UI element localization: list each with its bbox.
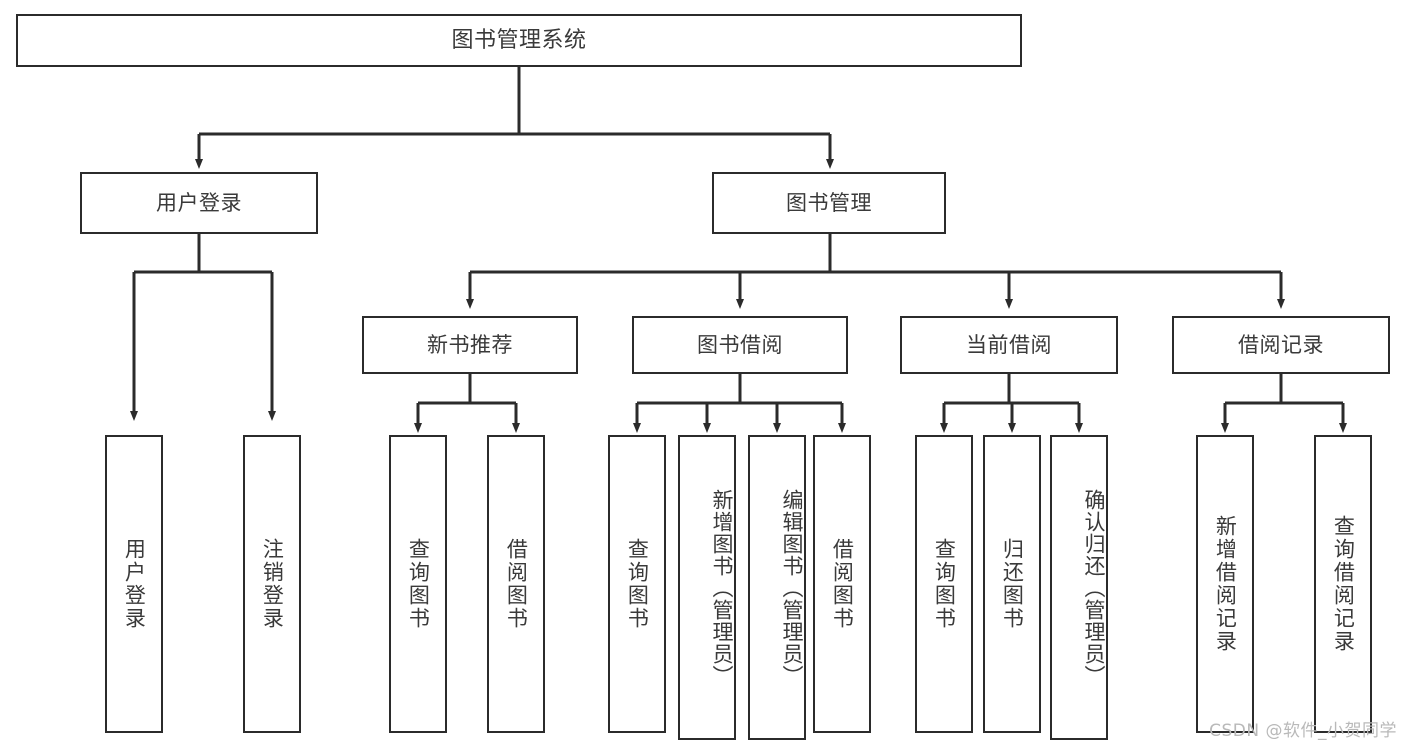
leaf-label: 编辑图书（管理员） (780, 488, 804, 687)
node-book-manage-label: 图书管理 (786, 190, 872, 215)
node-user-login[interactable]: 用户登录 (80, 172, 318, 234)
leaf-new-book-recommend-2[interactable]: 借阅图书 (487, 435, 545, 733)
leaf-borrow-record-1[interactable]: 新增借阅记录 (1196, 435, 1254, 733)
node-book-borrow[interactable]: 图书借阅 (632, 316, 848, 374)
leaf-book-borrow-3[interactable]: 编辑图书（管理员） (748, 435, 806, 740)
leaf-label: 确认归还（管理员） (1082, 488, 1106, 687)
leaf-book-borrow-2[interactable]: 新增图书（管理员） (678, 435, 736, 740)
leaf-label: 归还图书 (1000, 538, 1025, 630)
leaf-label: 借阅图书 (830, 538, 855, 630)
leaf-book-borrow-1[interactable]: 查询图书 (608, 435, 666, 733)
leaf-book-borrow-4[interactable]: 借阅图书 (813, 435, 871, 733)
watermark: CSDN @软件_小贺同学 (1209, 721, 1397, 741)
leaf-label: 注销登录 (260, 538, 285, 630)
leaf-label: 查询图书 (932, 538, 957, 630)
leaf-new-book-recommend-1[interactable]: 查询图书 (389, 435, 447, 733)
leaf-label: 查询图书 (625, 538, 650, 630)
leaf-user-login-2[interactable]: 注销登录 (243, 435, 301, 733)
node-root[interactable]: 图书管理系统 (16, 14, 1022, 67)
leaf-label: 新增图书（管理员） (710, 488, 734, 687)
leaf-label: 查询图书 (406, 538, 431, 630)
node-current-borrow-label: 当前借阅 (966, 332, 1052, 357)
node-root-label: 图书管理系统 (451, 27, 587, 53)
leaf-current-borrow-1[interactable]: 查询图书 (915, 435, 973, 733)
node-borrow-record[interactable]: 借阅记录 (1172, 316, 1390, 374)
node-book-manage[interactable]: 图书管理 (712, 172, 946, 234)
node-book-borrow-label: 图书借阅 (697, 332, 783, 357)
node-new-book-recommend[interactable]: 新书推荐 (362, 316, 578, 374)
leaf-label: 查询借阅记录 (1331, 515, 1356, 653)
leaf-label: 用户登录 (122, 538, 147, 630)
leaf-label: 借阅图书 (504, 538, 529, 630)
node-current-borrow[interactable]: 当前借阅 (900, 316, 1118, 374)
leaf-current-borrow-2[interactable]: 归还图书 (983, 435, 1041, 733)
leaf-user-login-1[interactable]: 用户登录 (105, 435, 163, 733)
leaf-current-borrow-3[interactable]: 确认归还（管理员） (1050, 435, 1108, 740)
node-new-book-recommend-label: 新书推荐 (427, 332, 513, 357)
leaf-label: 新增借阅记录 (1213, 515, 1238, 653)
node-user-login-label: 用户登录 (156, 190, 242, 215)
leaf-borrow-record-2[interactable]: 查询借阅记录 (1314, 435, 1372, 733)
node-borrow-record-label: 借阅记录 (1238, 332, 1324, 357)
